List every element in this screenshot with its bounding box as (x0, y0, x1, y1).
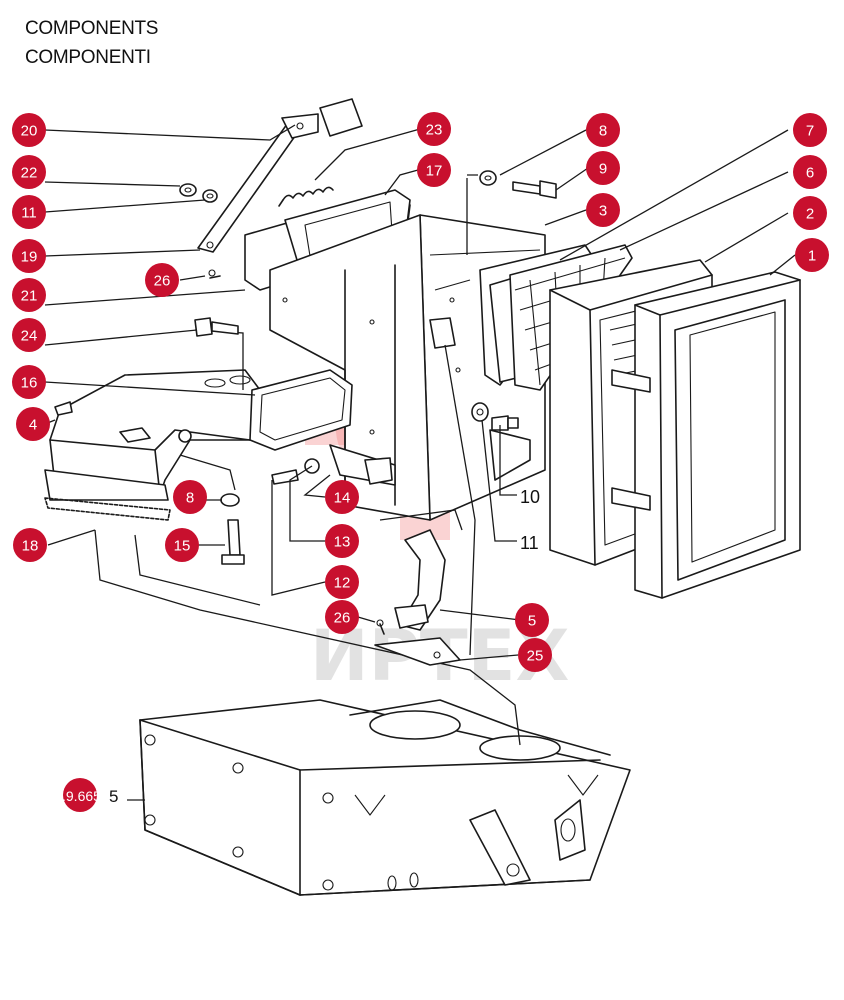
callout-2: 2 (793, 196, 827, 230)
callout-24: 24 (12, 318, 46, 352)
callout-15: 15 (165, 528, 199, 562)
callout-4: 4 (16, 407, 50, 441)
svg-text:12: 12 (334, 575, 351, 592)
svg-text:2: 2 (806, 206, 814, 223)
svg-text:8: 8 (599, 123, 607, 140)
svg-text:6: 6 (806, 165, 814, 182)
svg-text:26: 26 (154, 273, 171, 290)
washer-11 (202, 189, 218, 203)
svg-text:23: 23 (426, 122, 443, 139)
callout-16: 16 (12, 365, 46, 399)
svg-text:1: 1 (808, 248, 816, 265)
callout-11: 11 (12, 195, 46, 229)
bolt-15 (221, 519, 245, 565)
figure-code: .9.665 5 (62, 778, 118, 812)
svg-text:.9.665: .9.665 (62, 788, 101, 804)
screw-26-lower (376, 619, 385, 635)
svg-text:19: 19 (21, 249, 38, 266)
callout-21: 21 (12, 278, 46, 312)
svg-text:9: 9 (599, 161, 607, 178)
nut-22 (179, 183, 197, 197)
label-11: 11 (520, 533, 539, 553)
callout-17: 17 (417, 153, 451, 187)
base-housing (139, 699, 631, 896)
callout-8-lower: 8 (173, 480, 207, 514)
callout-25: 25 (518, 638, 552, 672)
svg-text:20: 20 (21, 123, 38, 140)
title-italian: COMPONENTI (25, 47, 151, 68)
svg-text:5: 5 (528, 613, 536, 630)
bolt-24 (194, 317, 239, 337)
svg-text:22: 22 (21, 165, 38, 182)
svg-text:26: 26 (334, 610, 351, 627)
cover-frame (611, 271, 801, 599)
callout-8-top: 8 (586, 113, 620, 147)
svg-text:21: 21 (21, 288, 38, 305)
callout-20: 20 (12, 113, 46, 147)
svg-text:25: 25 (527, 648, 544, 665)
svg-text:17: 17 (426, 163, 443, 180)
svg-text:14: 14 (334, 490, 351, 507)
callout-14: 14 (325, 480, 359, 514)
washer-11-right (471, 402, 489, 422)
svg-text:15: 15 (174, 538, 191, 555)
svg-text:7: 7 (806, 123, 814, 140)
svg-text:11: 11 (21, 205, 37, 222)
callout-18: 18 (13, 528, 47, 562)
bolt-9 (512, 180, 557, 199)
callout-12: 12 (325, 565, 359, 599)
callout-5: 5 (515, 603, 549, 637)
nut-8-top (479, 170, 497, 186)
callout-6: 6 (793, 155, 827, 189)
svg-text:4: 4 (29, 417, 37, 434)
label-10: 10 (520, 487, 540, 507)
svg-text:13: 13 (334, 534, 351, 551)
callout-19: 19 (12, 239, 46, 273)
intake-duct (44, 369, 261, 501)
svg-text:24: 24 (21, 328, 38, 345)
clamp-14 (329, 444, 396, 486)
bolt-12 (271, 469, 299, 485)
svg-text:16: 16 (21, 375, 38, 392)
strap-5 (394, 529, 446, 631)
screw-26-top (208, 269, 221, 279)
svg-text:5: 5 (109, 787, 118, 806)
spring (278, 186, 334, 207)
washer-8-lower (220, 493, 240, 507)
callout-13: 13 (325, 524, 359, 558)
title-english: COMPONENTS (25, 18, 159, 39)
callout-9: 9 (586, 151, 620, 185)
callout-26-lower: 26 (325, 600, 359, 634)
callout-1: 1 (795, 238, 829, 272)
bolt-10 (491, 415, 519, 431)
seal-ring (44, 497, 171, 521)
svg-text:8: 8 (186, 490, 194, 507)
svg-text:18: 18 (22, 538, 39, 555)
support-arm (197, 98, 363, 253)
callout-22: 22 (12, 155, 46, 189)
callout-23: 23 (417, 112, 451, 146)
callout-7: 7 (793, 113, 827, 147)
svg-text:3: 3 (599, 203, 607, 220)
callout-26: 26 (145, 263, 179, 297)
leader-lines (44, 124, 796, 801)
callout-3: 3 (586, 193, 620, 227)
rubber-gasket (249, 369, 353, 451)
